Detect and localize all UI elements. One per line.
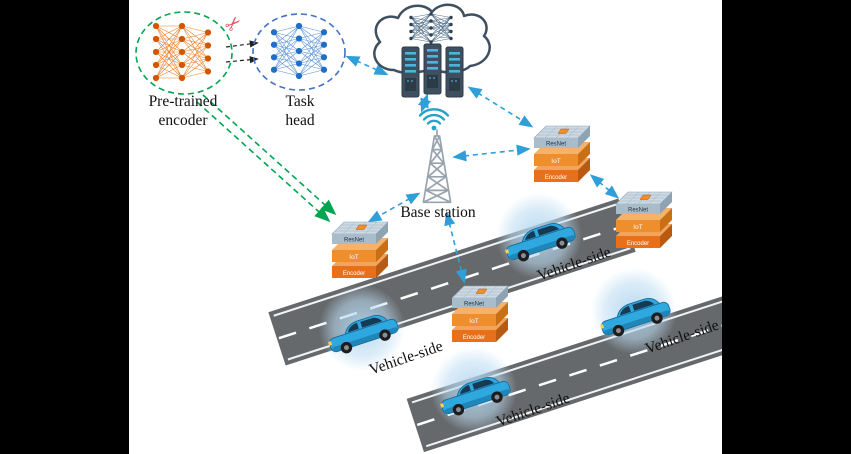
pretrained-encoder-network	[152, 22, 212, 82]
link-basestation-vehicle-left	[367, 192, 421, 223]
letterbox-right	[722, 0, 851, 454]
base-station	[418, 108, 452, 204]
server-rack	[401, 46, 420, 98]
vehicle-stack-left	[331, 221, 389, 279]
vehicle-stack-far-right	[615, 191, 673, 249]
wifi-icon	[418, 108, 450, 131]
cloud-network	[409, 12, 453, 44]
vehicle-stack-right-top	[533, 125, 591, 183]
link-cloud-basestation	[417, 93, 432, 113]
server-rack	[445, 46, 464, 98]
split-arrows	[225, 40, 259, 64]
pretrained-encoder-ellipse	[135, 11, 233, 95]
letterbox-left	[0, 0, 129, 454]
server-rack	[423, 43, 442, 95]
base-station-label: Base station	[400, 204, 476, 221]
link-taskhead-cloud	[345, 55, 389, 76]
vehicle-stack-mid	[451, 285, 509, 343]
link-basestation-vehicle-right	[452, 144, 531, 162]
task-head-network	[270, 22, 328, 80]
task-head-label: Task head	[285, 93, 315, 129]
tower	[422, 129, 452, 204]
wireless-link-arrows	[345, 55, 620, 284]
pretrained-encoder-label: Pre-trained encoder	[148, 93, 218, 129]
link-vehicle-vehicle-far-right	[589, 174, 620, 199]
link-basestation-vehicle-mid	[444, 211, 467, 284]
cloud-datacenter	[373, 3, 491, 98]
link-cloud-vehicle-right	[467, 86, 534, 128]
task-head-ellipse	[252, 13, 346, 91]
